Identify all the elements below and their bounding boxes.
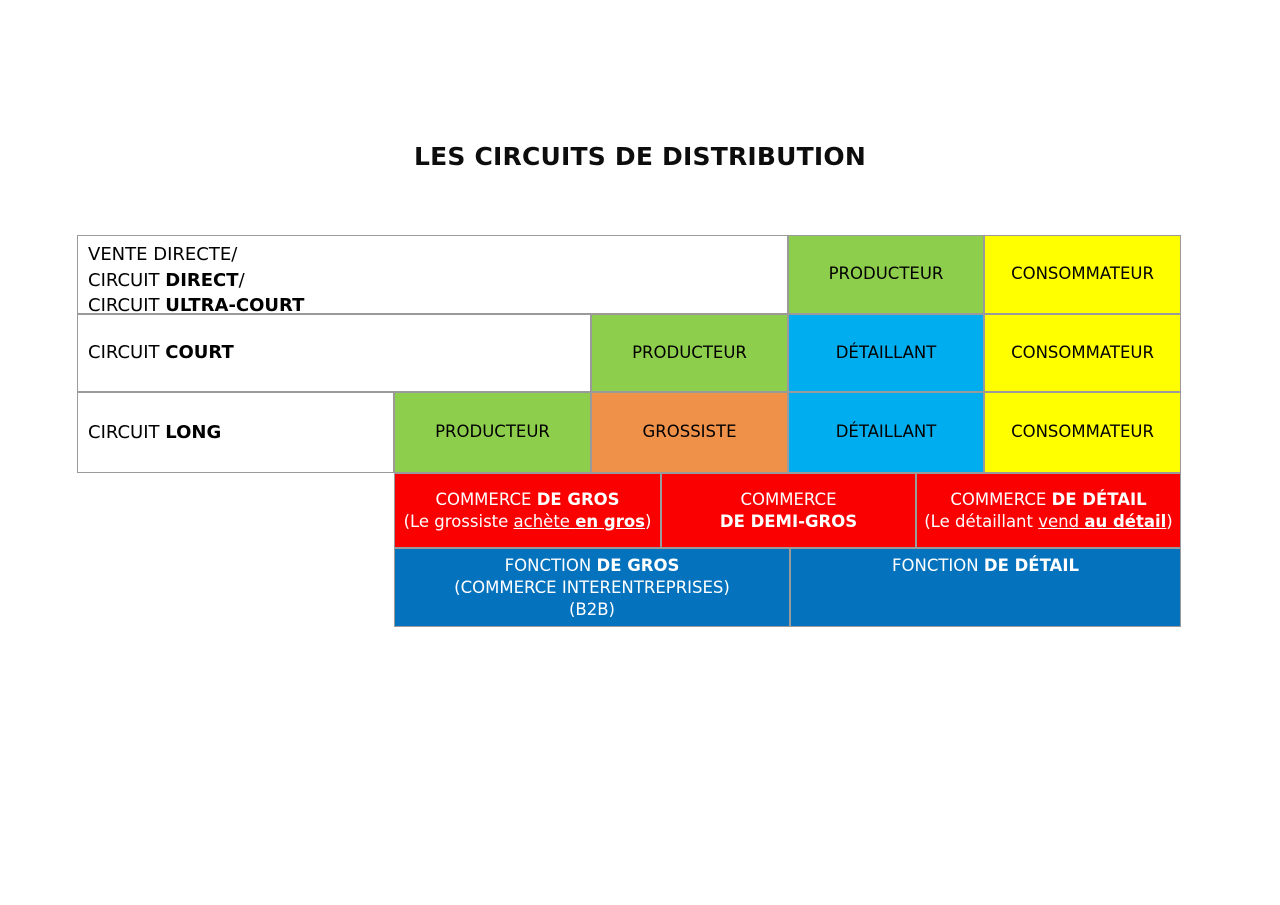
fonction-de-detail-band: FONCTION DE DÉTAIL bbox=[790, 548, 1181, 627]
row2-detaillant-label: DÉTAILLANT bbox=[835, 342, 937, 362]
row1-consommateur-label: CONSOMMATEUR bbox=[1011, 264, 1154, 284]
row2-stage-producteur: PRODUCTEUR bbox=[591, 314, 788, 392]
commerce-de-detail-band: COMMERCE DE DÉTAIL (Le détaillant vend a… bbox=[916, 473, 1181, 548]
commerce-detail-line2: (Le détaillant vend au détail) bbox=[924, 511, 1173, 531]
row1-stage-producteur: PRODUCTEUR bbox=[788, 235, 984, 314]
fonction-detail-line1: FONCTION DE DÉTAIL bbox=[892, 556, 1079, 575]
row3-consommateur-label: CONSOMMATEUR bbox=[1011, 422, 1154, 442]
row2-consommateur-label: CONSOMMATEUR bbox=[1011, 342, 1154, 362]
fonction-gros-line1: FONCTION DE GROS bbox=[504, 556, 680, 575]
row-label-circuit-long: CIRCUIT LONG bbox=[77, 392, 394, 473]
row3-label: CIRCUIT LONG bbox=[88, 421, 222, 443]
row2-stage-consommateur: CONSOMMATEUR bbox=[984, 314, 1181, 392]
commerce-gros-line1: COMMERCE DE GROS bbox=[435, 489, 620, 509]
page-title: LES CIRCUITS DE DISTRIBUTION bbox=[413, 142, 866, 171]
fonction-gros-line2: (COMMERCE INTERENTREPRISES) bbox=[454, 577, 730, 597]
commerce-demi-line1: COMMERCE bbox=[740, 489, 837, 509]
commerce-demi-line2: DE DEMI-GROS bbox=[719, 511, 858, 531]
fonction-de-gros-band: FONCTION DE GROS (COMMERCE INTERENTREPRI… bbox=[394, 548, 790, 627]
row3-stage-grossiste: GROSSISTE bbox=[591, 392, 788, 473]
distribution-circuits-diagram: VENTE DIRECTE/ CIRCUIT DIRECT/ CIRCUIT U… bbox=[77, 235, 1181, 627]
commerce-de-demi-gros-band: COMMERCE DE DEMI-GROS bbox=[661, 473, 916, 548]
row3-stage-producteur: PRODUCTEUR bbox=[394, 392, 591, 473]
row1-label-line2: CIRCUIT DIRECT/ bbox=[88, 269, 245, 291]
commerce-gros-line2: (Le grossiste achète en gros) bbox=[403, 511, 652, 531]
row2-stage-detaillant: DÉTAILLANT bbox=[788, 314, 984, 392]
row-label-circuit-ultra-court: VENTE DIRECTE/ CIRCUIT DIRECT/ CIRCUIT U… bbox=[77, 235, 788, 314]
commerce-de-gros-band: COMMERCE DE GROS (Le grossiste achète en… bbox=[394, 473, 661, 548]
row3-detaillant-label: DÉTAILLANT bbox=[835, 422, 937, 442]
row3-grossiste-label: GROSSISTE bbox=[642, 422, 737, 442]
row3-stage-detaillant: DÉTAILLANT bbox=[788, 392, 984, 473]
row1-label-line1: VENTE DIRECTE/ bbox=[88, 244, 238, 265]
row3-producteur-label: PRODUCTEUR bbox=[435, 422, 550, 442]
row1-label-line3: CIRCUIT ULTRA-COURT bbox=[88, 295, 305, 314]
row2-producteur-label: PRODUCTEUR bbox=[632, 342, 747, 362]
fonction-gros-line3: (B2B) bbox=[568, 599, 615, 619]
row3-stage-consommateur: CONSOMMATEUR bbox=[984, 392, 1181, 473]
row-label-circuit-court: CIRCUIT COURT bbox=[77, 314, 591, 392]
row1-stage-consommateur: CONSOMMATEUR bbox=[984, 235, 1181, 314]
row2-label: CIRCUIT COURT bbox=[88, 342, 234, 364]
row1-producteur-label: PRODUCTEUR bbox=[828, 264, 944, 284]
commerce-detail-line1: COMMERCE DE DÉTAIL bbox=[950, 489, 1147, 509]
